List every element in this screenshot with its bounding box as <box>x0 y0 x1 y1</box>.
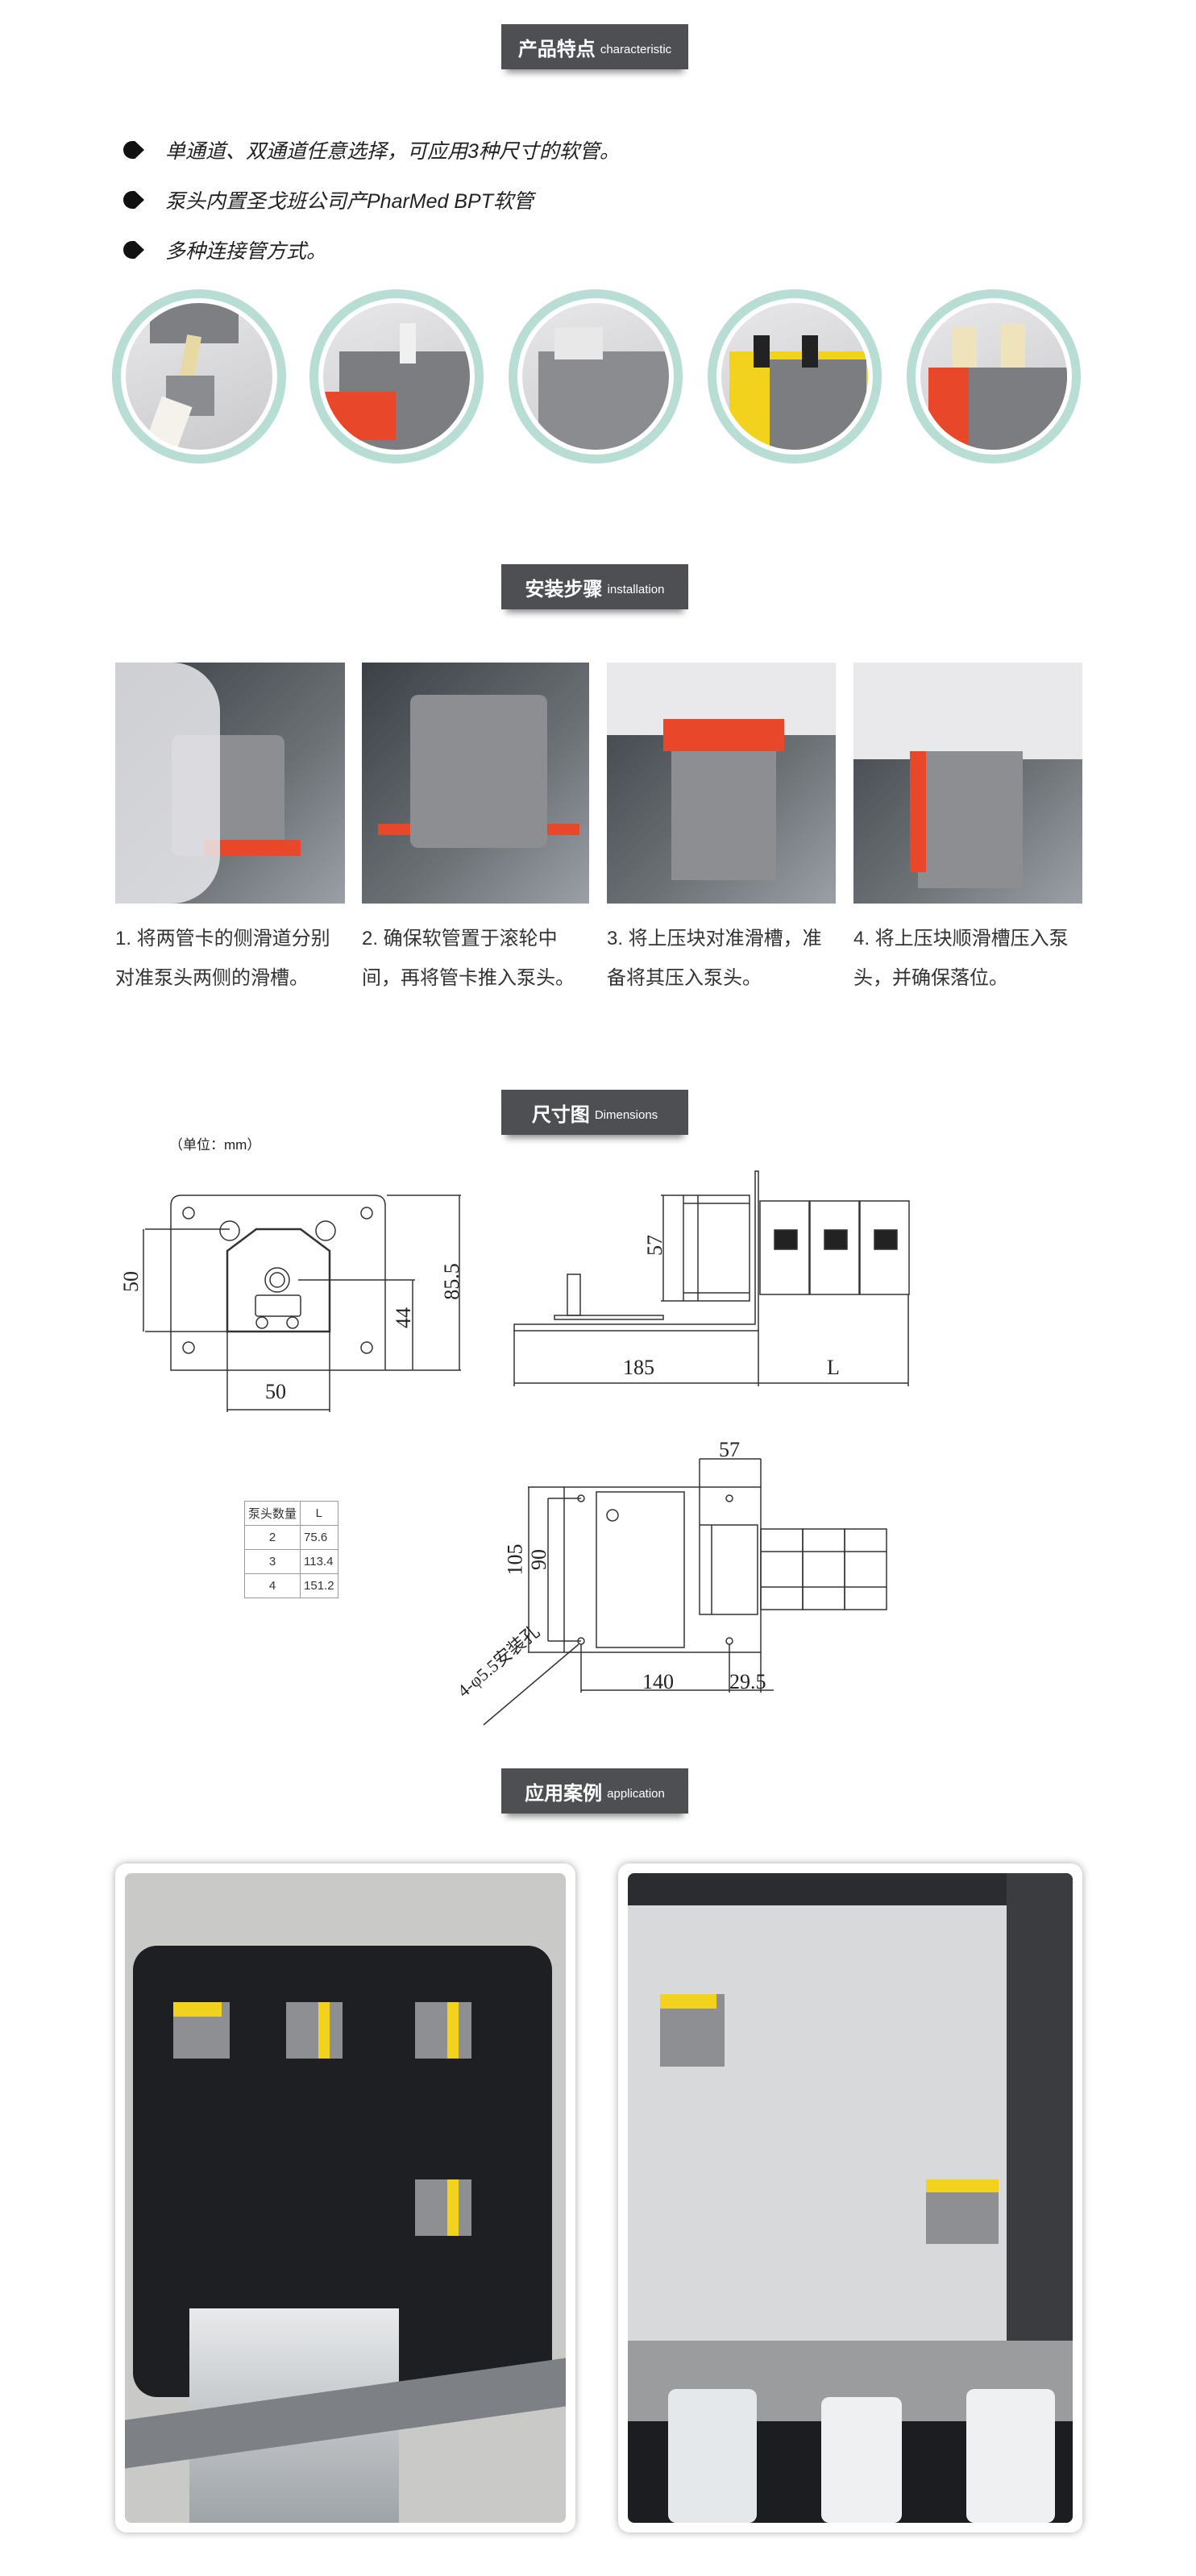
install-step-1-caption: 1. 将两管卡的侧滑道分别对准泵头两侧的滑槽。 <box>115 928 330 989</box>
top-length-label: 140 <box>642 1670 674 1693</box>
top-motor-label: 57 <box>719 1438 740 1461</box>
section-subtitle: characteristic <box>600 42 672 56</box>
unit-label: （单位：mm） <box>169 1137 261 1153</box>
side-base-label: 185 <box>623 1356 654 1379</box>
section-header-dimensions: 尺寸图 Dimensions <box>501 1090 688 1135</box>
table-cell: 151.2 <box>300 1573 338 1598</box>
side-view-drawing <box>513 1170 910 1386</box>
section-header-application: 应用案例 application <box>501 1768 688 1814</box>
top-offset-label: 29.5 <box>729 1670 766 1693</box>
front-width-label: 50 <box>265 1380 286 1403</box>
connector-photo-3 <box>509 289 683 463</box>
feature-item: 泵头内置圣戈班公司产PharMed BPT软管 <box>123 185 534 214</box>
table-cell: 2 <box>243 1525 301 1550</box>
front-height-label: 85.5 <box>439 1263 463 1300</box>
table-cell: 4 <box>243 1573 301 1598</box>
front-center-label: 44 <box>392 1307 415 1328</box>
top-hole-pitch-label: 90 <box>527 1549 550 1570</box>
section-title: 安装步骤 <box>525 578 603 600</box>
section-title: 产品特点 <box>517 38 596 60</box>
front-view-drawing <box>143 1195 461 1412</box>
feature-text: 多种连接管方式。 <box>165 240 327 263</box>
feature-item: 多种连接管方式。 <box>123 235 326 264</box>
top-view-drawing <box>483 1458 887 1726</box>
feature-text: 单通道、双通道任意选择，可应用3种尺寸的软管。 <box>165 140 620 163</box>
section-title: 应用案例 <box>525 1782 603 1805</box>
bullet-icon <box>123 141 144 159</box>
section-subtitle: installation <box>607 582 665 596</box>
section-subtitle: Dimensions <box>594 1107 658 1122</box>
side-motor-label: 57 <box>643 1235 667 1256</box>
front-height-left-label: 50 <box>119 1271 143 1292</box>
connector-photo-4 <box>708 289 882 463</box>
bullet-icon <box>123 241 144 259</box>
table-cell: 3 <box>243 1549 301 1574</box>
table-header: 泵头数量 <box>243 1501 301 1526</box>
install-step-3-photo <box>607 663 836 904</box>
connector-photo-2 <box>309 289 484 463</box>
feature-text: 泵头内置圣戈班公司产PharMed BPT软管 <box>165 190 534 213</box>
install-step-2-photo <box>362 663 589 904</box>
side-pumps-label: L <box>827 1356 840 1379</box>
top-depth-label: 105 <box>503 1544 527 1576</box>
bullet-icon <box>123 191 144 209</box>
section-header-installation: 安装步骤 installation <box>501 564 688 609</box>
connector-photo-5 <box>907 289 1081 463</box>
install-step-1-photo <box>115 663 345 904</box>
table-header: L <box>300 1501 338 1526</box>
feature-item: 单通道、双通道任意选择，可应用3种尺寸的软管。 <box>123 135 620 164</box>
connector-photo-1 <box>112 289 286 463</box>
install-step-2-caption: 2. 确保软管置于滚轮中间，再将管卡推入泵头。 <box>362 928 575 989</box>
application-photo-1 <box>115 1863 575 2532</box>
install-step-4-photo <box>853 663 1082 904</box>
section-subtitle: application <box>607 1786 665 1801</box>
install-step-4-caption: 4. 将上压块顺滑槽压入泵头，并确保落位。 <box>853 928 1069 989</box>
application-photo-2 <box>618 1863 1082 2532</box>
table-cell: 75.6 <box>300 1525 338 1550</box>
section-header-features: 产品特点 characteristic <box>501 24 688 69</box>
section-title: 尺寸图 <box>531 1103 590 1126</box>
install-step-3-caption: 3. 将上压块对准滑槽，准备将其压入泵头。 <box>607 928 822 989</box>
table-cell: 113.4 <box>300 1549 338 1574</box>
